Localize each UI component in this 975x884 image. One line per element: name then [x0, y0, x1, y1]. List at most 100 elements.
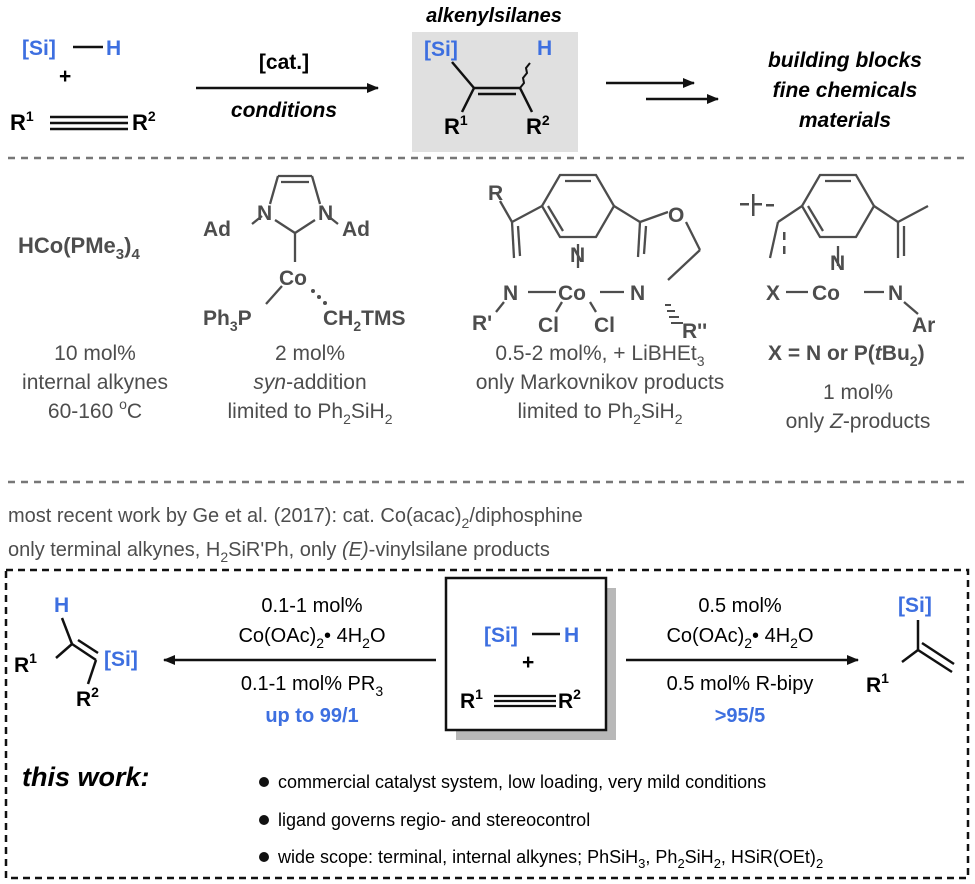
cat-label: [cat.]	[259, 51, 309, 74]
cat4-n-right: N	[888, 282, 903, 305]
this-work-box	[4, 568, 970, 880]
left-product-si: [Si]	[104, 648, 138, 671]
cat3-o: O	[668, 204, 684, 227]
product-r1: R1	[444, 112, 468, 139]
alkyne-r1: R1	[10, 108, 34, 135]
cat1-loading: 10 mol%	[54, 342, 136, 365]
cat3-n-left: N	[503, 282, 518, 305]
cat3-selectivity: only Markovnikov products	[476, 371, 725, 394]
this-work-label: this work:	[22, 762, 150, 792]
cat2-ad-right: Ad	[342, 218, 370, 241]
reagent-si: [Si]	[22, 37, 56, 60]
cat3-loading: 0.5-2 mol%, + LiBHEt3	[495, 342, 704, 369]
alkyne-triple-bond	[50, 115, 128, 131]
use-fine-chemicals: fine chemicals	[773, 79, 918, 102]
product-r2: R2	[526, 112, 550, 139]
cat4-x-definition: X = N or P(tBu2)	[768, 342, 925, 369]
product-si: [Si]	[424, 38, 458, 61]
catalyst-1: HCo(PMe3)4 10 mol% internal alkynes 60-1…	[18, 233, 168, 423]
feature-2: ligand governs regio- and stereocontrol	[278, 810, 590, 830]
plus-sign: +	[59, 65, 71, 88]
cat4-ar: Ar	[912, 314, 935, 337]
left-product-r2: R2	[76, 684, 99, 711]
right-loading: 0.5 mol%	[698, 595, 782, 617]
alkenylsilanes-title: alkenylsilanes	[426, 5, 562, 27]
left-product: H [Si] R1 R2	[14, 594, 138, 711]
catalyst-2: Ad N N Ad Co Ph3P CH2TMS 2 mol% syn-addi…	[203, 174, 405, 427]
right-product-r1: R1	[866, 670, 889, 697]
cat3-rdoubleprime: R''	[682, 320, 707, 343]
product-highlight-box	[412, 32, 578, 152]
cat2-ch2tms: CH2TMS	[323, 307, 405, 334]
bullet-1	[259, 777, 269, 787]
cat1-formula: HCo(PMe3)4	[18, 233, 140, 263]
cat2-ph3p: Ph3P	[203, 307, 252, 334]
cat3-n-py: N	[570, 244, 585, 267]
cat4-loading: 1 mol%	[823, 381, 893, 404]
cat4-n-py: N	[830, 252, 845, 275]
cat1-temperature: 60-160 oC	[48, 396, 142, 423]
cat2-n-left: N	[257, 202, 272, 225]
reagent-h: H	[106, 37, 121, 60]
left-product-h: H	[54, 594, 69, 617]
cat1-scope: internal alkynes	[22, 371, 168, 394]
cat4-skeleton	[768, 173, 929, 315]
cat3-skeleton	[495, 173, 702, 313]
conditions-label: conditions	[231, 99, 337, 122]
top-reaction: [Si] H + R1 R2 [cat.] conditions alkenyl…	[10, 5, 922, 152]
catalyst-3: R N O N Co N R' Cl Cl R'' 0.5-2 mol%, + …	[472, 173, 725, 427]
bullet-3	[259, 852, 269, 862]
recent-line-2: only terminal alkynes, H2SiR'Ph, only (E…	[8, 539, 550, 565]
cat3-hash-bond	[665, 304, 683, 324]
cat3-cl-1: Cl	[538, 314, 559, 337]
feature-3: wide scope: terminal, internal alkynes; …	[277, 847, 823, 871]
right-product-si: [Si]	[898, 594, 932, 617]
nhc-ring	[251, 174, 339, 305]
cat3-n-right: N	[630, 282, 645, 305]
feature-1: commercial catalyst system, low loading,…	[278, 772, 766, 792]
right-ligand: 0.5 mol% R-bipy	[667, 673, 814, 695]
cat4-selectivity: only Z-products	[786, 410, 931, 433]
left-conditions: 0.1-1 mol% Co(OAc)2• 4H2O 0.1-1 mol% PR3…	[163, 595, 436, 727]
product-h: H	[537, 37, 552, 60]
right-cobalt-salt: Co(OAc)2• 4H2O	[666, 625, 813, 651]
center-r2: R2	[558, 686, 581, 713]
cat2-selectivity: syn-addition	[253, 371, 366, 394]
center-plus: +	[522, 651, 534, 674]
cat2-limitation: limited to Ph2SiH2	[228, 400, 393, 427]
alkyne-r2: R2	[132, 108, 156, 135]
center-si: [Si]	[484, 624, 518, 647]
cat4-dashed-lines	[740, 194, 786, 254]
cat3-rprime: R'	[472, 312, 492, 335]
cat3-co: Co	[558, 282, 586, 305]
cat3-r: R	[488, 182, 503, 205]
cat2-ad-left: Ad	[203, 218, 231, 241]
cat2-n-right: N	[318, 202, 333, 225]
right-product: [Si] R1	[866, 594, 955, 697]
recent-line-1: most recent work by Ge et al. (2017): ca…	[8, 505, 583, 531]
catalyst-4: N X Co N Ar X = N or P(tBu2) 1 mol% only…	[740, 173, 935, 433]
left-product-r1: R1	[14, 650, 37, 677]
left-cobalt-salt: Co(OAc)2• 4H2O	[238, 625, 385, 651]
left-ligand: 0.1-1 mol% PR3	[241, 673, 384, 699]
cat4-co: Co	[812, 282, 840, 305]
right-selectivity: >95/5	[715, 705, 766, 727]
use-building-blocks: building blocks	[768, 49, 922, 72]
cat2-loading: 2 mol%	[275, 342, 345, 365]
alkene-skeleton	[451, 61, 534, 113]
left-selectivity: up to 99/1	[265, 705, 358, 727]
recent-work: most recent work by Ge et al. (2017): ca…	[8, 505, 583, 565]
bullet-2	[259, 815, 269, 825]
cat3-limitation: limited to Ph2SiH2	[518, 400, 683, 427]
use-materials: materials	[799, 109, 891, 132]
feature-bullets: commercial catalyst system, low loading,…	[259, 772, 823, 871]
cat2-co: Co	[279, 267, 307, 290]
cat3-cl-2: Cl	[594, 314, 615, 337]
right-conditions: 0.5 mol% Co(OAc)2• 4H2O 0.5 mol% R-bipy …	[626, 595, 859, 727]
cat2-dashed-bond	[311, 289, 327, 305]
cat4-x: X	[766, 282, 780, 305]
center-r1: R1	[460, 686, 483, 713]
center-reactant-box	[444, 576, 608, 732]
center-reactants: [Si] H + R1 R2	[460, 624, 581, 713]
